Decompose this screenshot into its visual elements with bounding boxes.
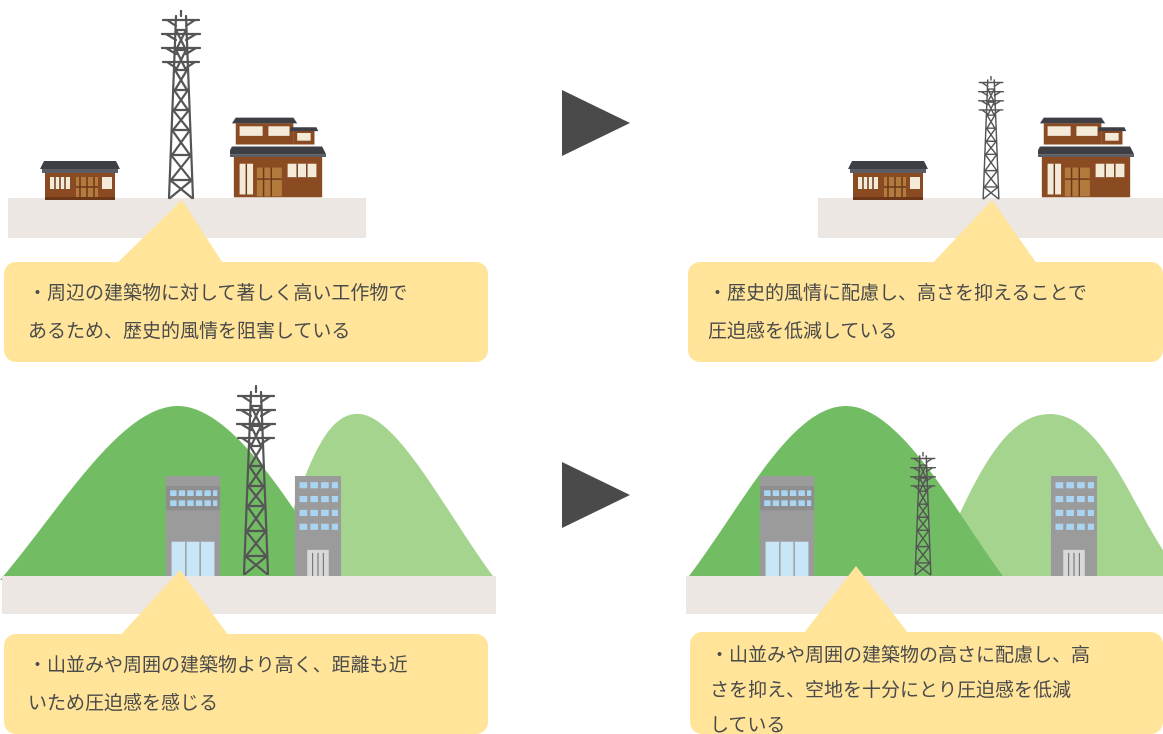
caption-box [688, 262, 1163, 362]
ground [2, 576, 496, 614]
ground [686, 576, 1163, 614]
scene-mountain-after: ・山並みや周囲の建築物の高さに配慮し、高 さを抑え、空地を十分にとり圧迫感を低減… [680, 370, 1163, 734]
callout-pointer [800, 566, 912, 638]
scene-mountain-before: ・山並みや周囲の建築物より高く、距離も近 いため圧迫感を感じる [0, 370, 500, 734]
play-triangle-arrow-icon [562, 90, 630, 156]
caption-box [690, 632, 1163, 734]
caption-box [4, 634, 488, 734]
callout-pointer [928, 200, 1040, 268]
callout-pointer [116, 570, 232, 640]
caption-text: ・周辺の建築物に対して著しく高い工作物で あるため、歴史的風情を阻害している [28, 282, 408, 342]
scene-town-before: ・周辺の建築物に対して著しく高い工作物で あるため、歴史的風情を阻害している [0, 0, 500, 370]
caption-text: ・山並みや周囲の建築物の高さに配慮し、高 さを抑え、空地を十分にとり圧迫感を低減… [710, 644, 1091, 734]
scene-town-after: ・歴史的風情に配慮し、高さを抑えることで 圧迫感を低減している [680, 0, 1163, 370]
caption-box [4, 262, 488, 362]
callout-pointer [112, 200, 226, 268]
play-triangle-arrow-icon [562, 462, 630, 528]
caption-text: ・歴史的風情に配慮し、高さを抑えることで 圧迫感を低減している [708, 282, 1087, 342]
caption-text: ・山並みや周囲の建築物より高く、距離も近 いため圧迫感を感じる [28, 654, 408, 714]
